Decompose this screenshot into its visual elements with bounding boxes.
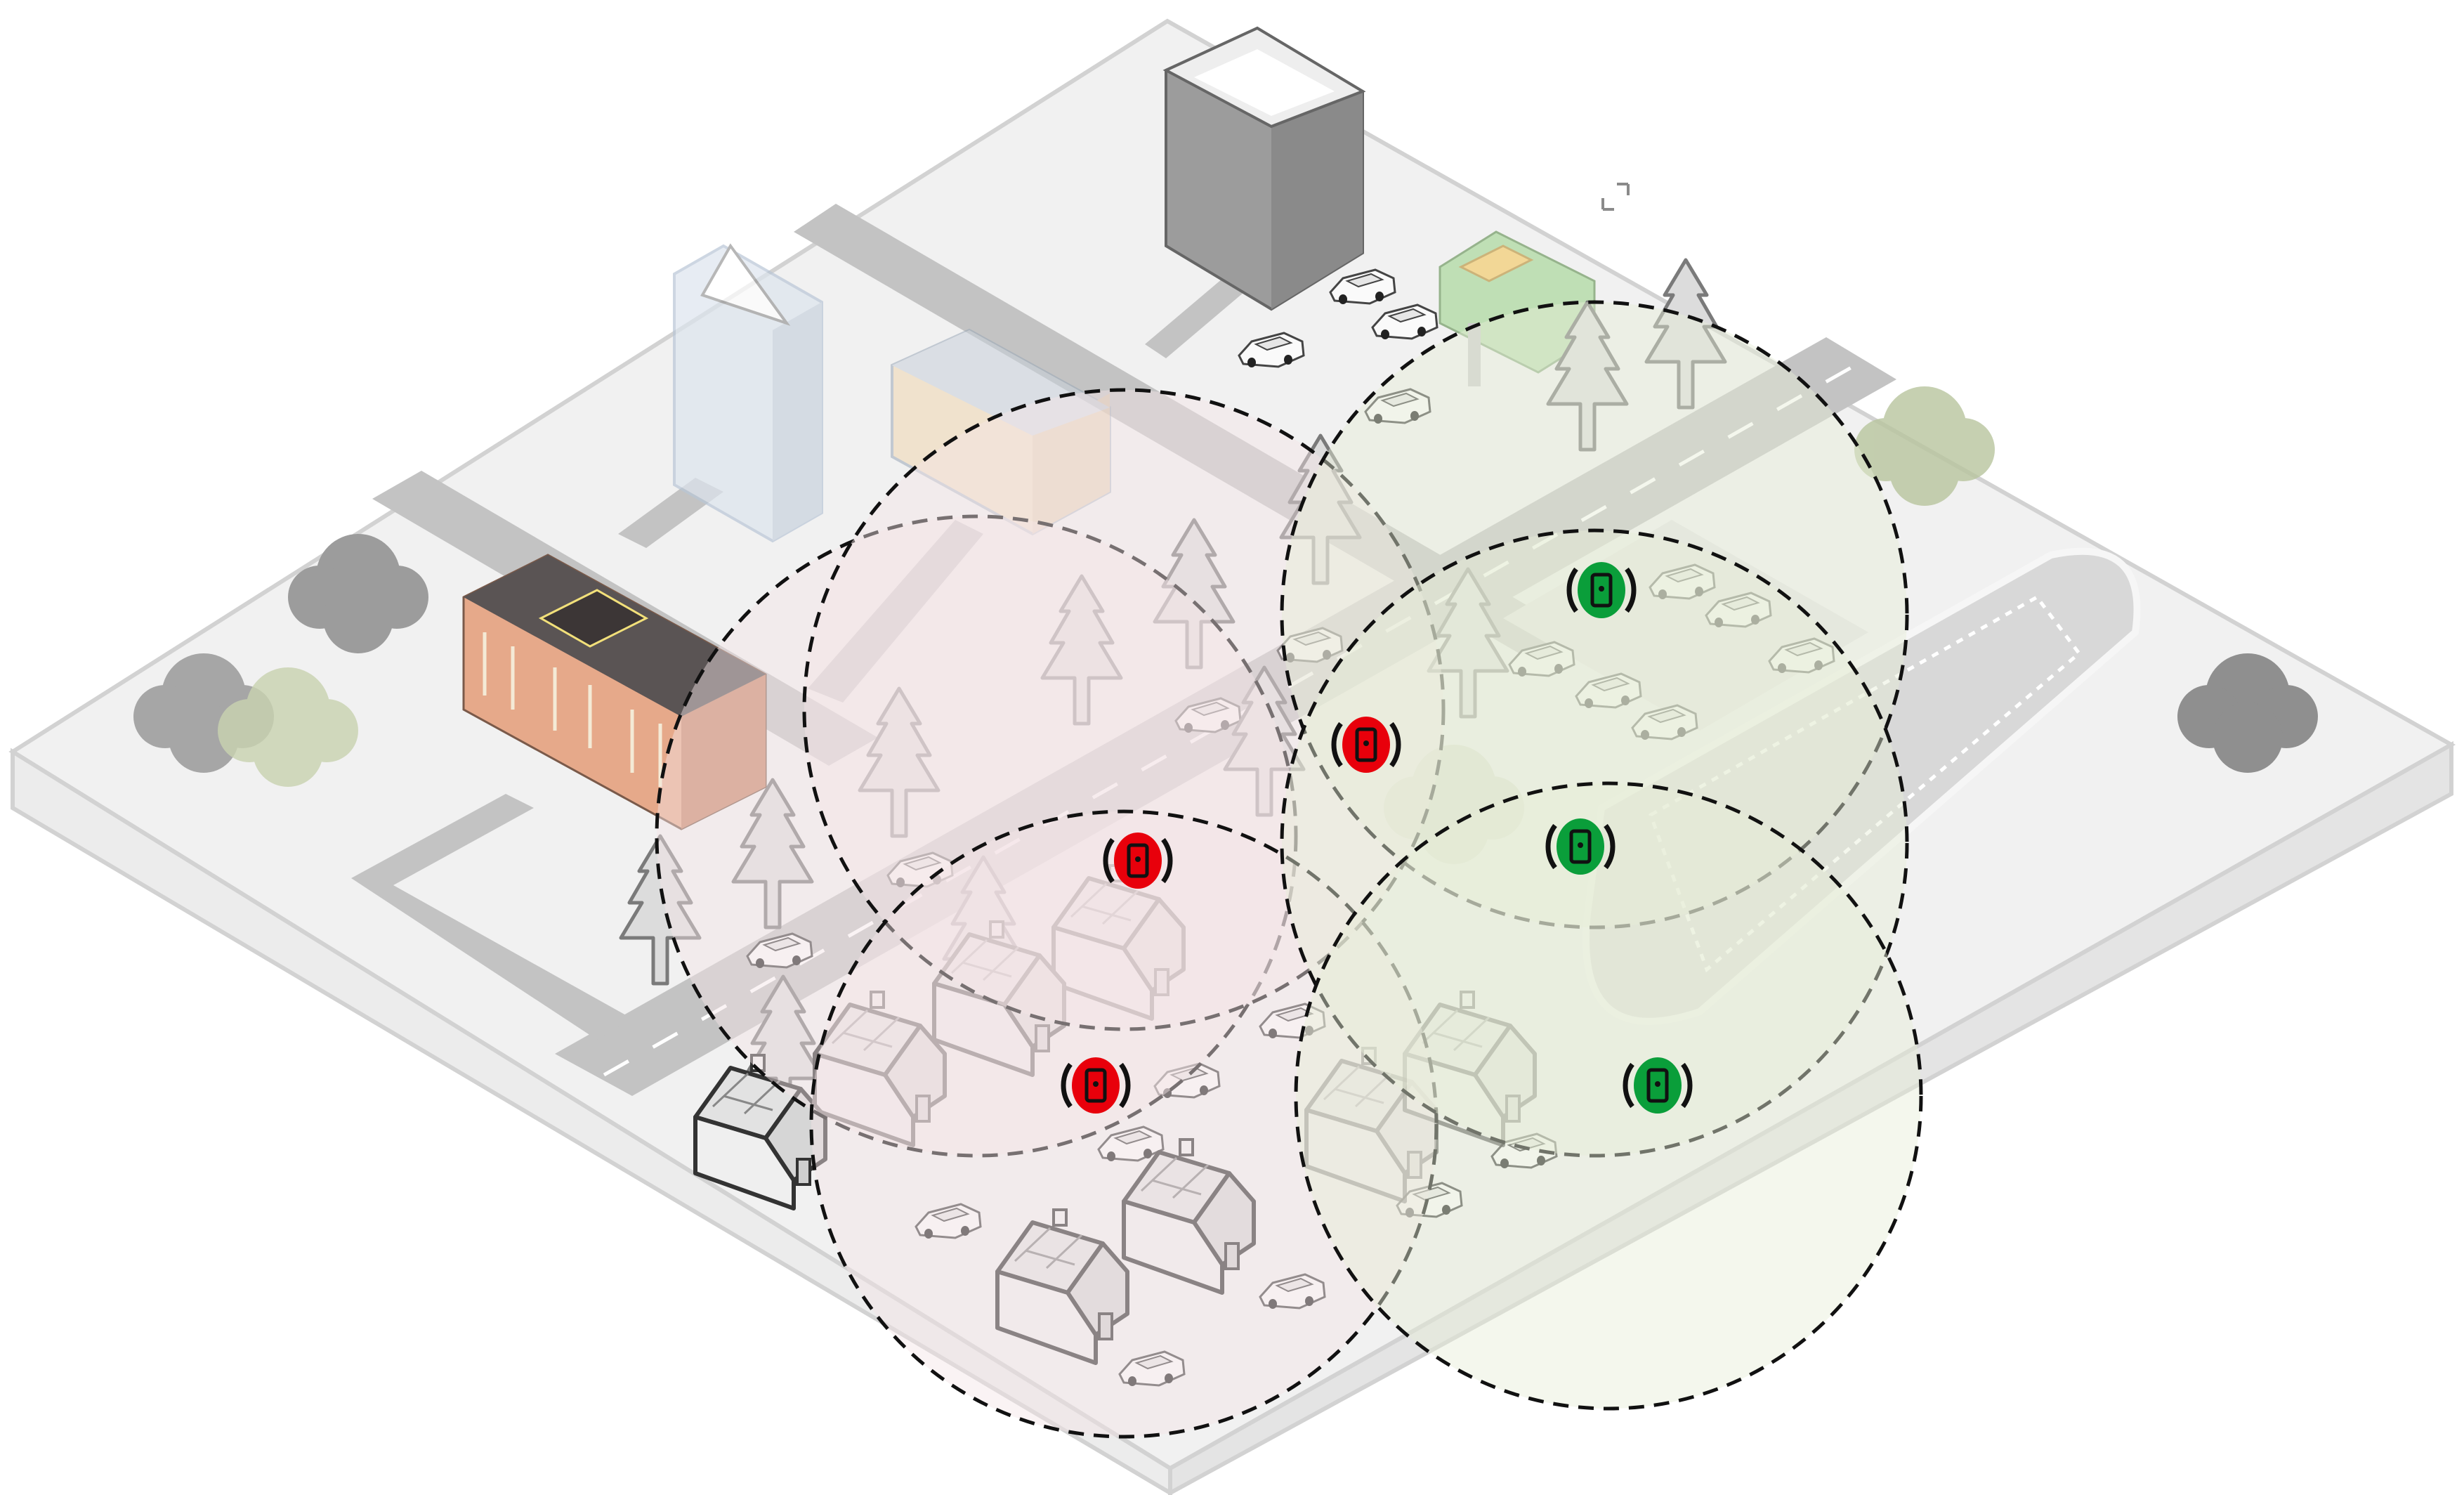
coverage-zone-alert bbox=[655, 514, 1298, 1158]
coverage-zone-ok bbox=[1294, 781, 1923, 1411]
cross-street-north bbox=[794, 204, 1573, 660]
apartment-building-icon bbox=[891, 328, 1111, 536]
sports-field bbox=[1582, 547, 2141, 1025]
coverage-zone-alert bbox=[802, 388, 1446, 1031]
expand-icon[interactable] bbox=[1596, 177, 1635, 216]
hotel-connector bbox=[808, 520, 983, 703]
school-building-icon bbox=[462, 554, 767, 830]
road-markings bbox=[603, 360, 1863, 1077]
school-drive bbox=[351, 794, 632, 1040]
office-tower-icon bbox=[1162, 26, 1366, 311]
residential-tower-icon bbox=[673, 243, 823, 543]
coverage-zone-alert bbox=[809, 809, 1439, 1439]
coverage-zones bbox=[655, 300, 1923, 1439]
office-driveway bbox=[1145, 267, 1257, 358]
